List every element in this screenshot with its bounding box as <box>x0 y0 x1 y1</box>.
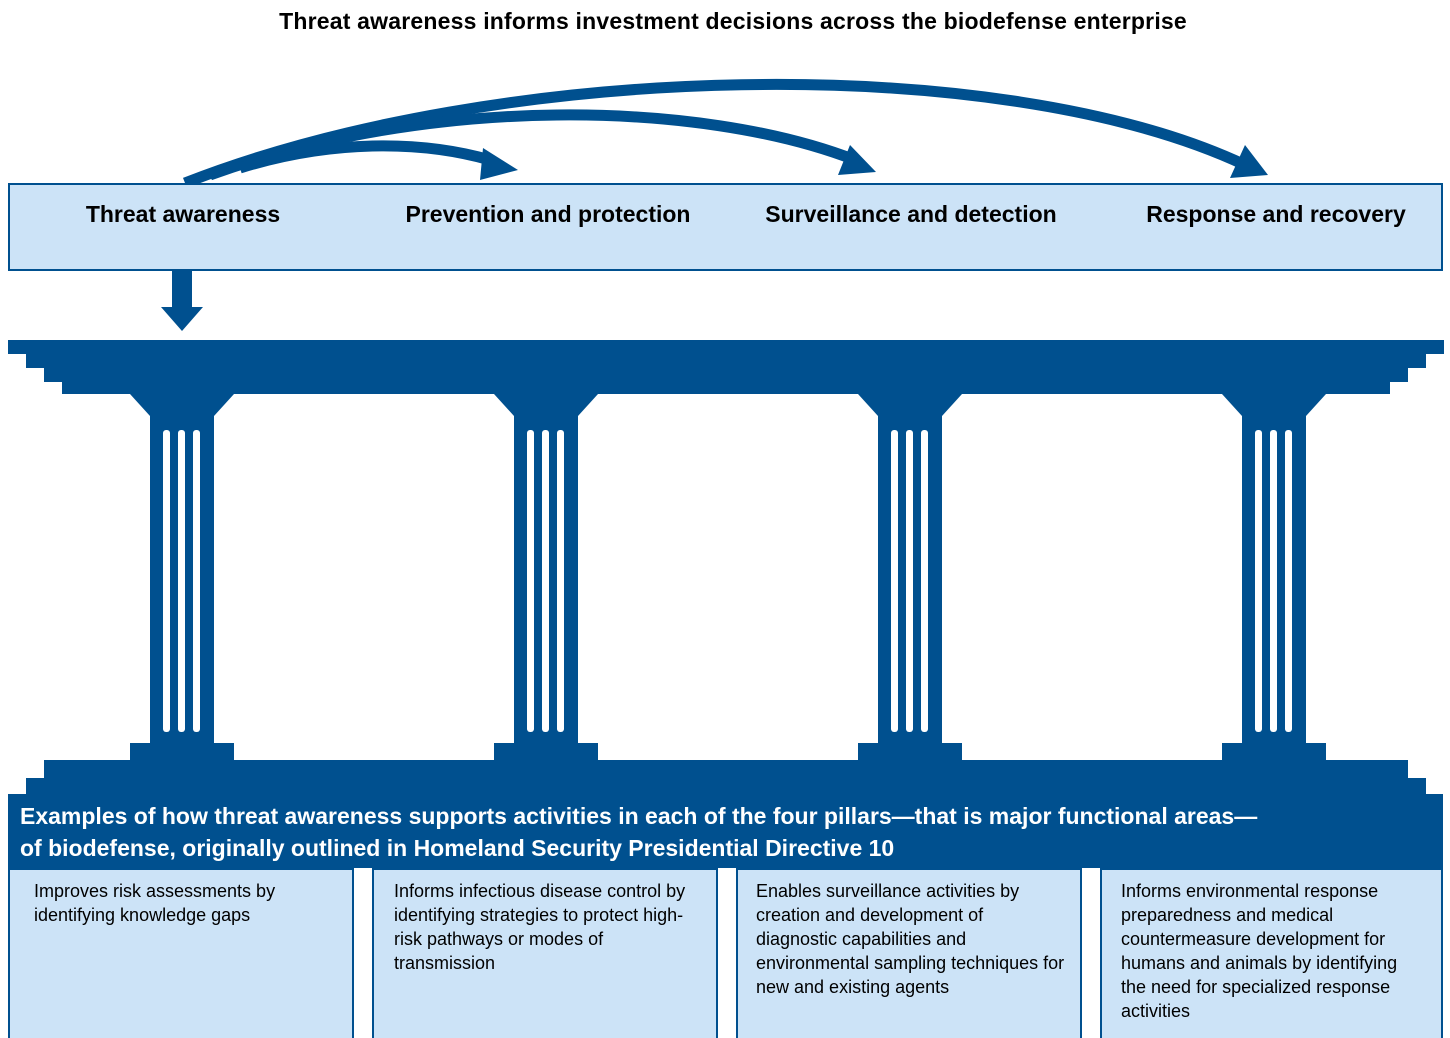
example-box-prevention: Informs infectious disease control by id… <box>372 868 718 1038</box>
arrowhead-response <box>1230 145 1268 178</box>
arrowhead-prevention <box>480 148 518 180</box>
arc-to-surveillance <box>208 109 857 181</box>
pillar-label-surveillance: Surveillance and detection <box>765 201 1057 227</box>
pillar-label-prevention: Prevention and protection <box>405 201 691 227</box>
base <box>26 743 1426 796</box>
roof <box>8 340 1444 394</box>
diagram-title: Threat awareness informs investment deci… <box>279 8 1187 34</box>
arrowhead-surveillance <box>838 145 876 175</box>
pillar-bar <box>8 183 1443 271</box>
banner-line-1: Examples of how threat awareness support… <box>20 803 1258 829</box>
example-box-surveillance: Enables surveillance activities by creat… <box>736 868 1082 1038</box>
arc-to-prevention <box>238 140 492 174</box>
example-box-response: Informs environmental response preparedn… <box>1100 868 1443 1038</box>
column-flutes <box>163 430 1292 732</box>
flow-arrows <box>183 78 1268 185</box>
examples-banner: Examples of how threat awareness support… <box>8 794 1443 868</box>
banner-line-2: of biodefense, originally outlined in Ho… <box>20 835 895 861</box>
pillar-label-threat-awareness: Threat awareness <box>85 201 281 227</box>
down-arrow-icon <box>161 271 203 331</box>
example-box-threat-awareness: Improves risk assessments by identifying… <box>8 868 354 1038</box>
pillar-label-response: Response and recovery <box>1146 201 1406 227</box>
